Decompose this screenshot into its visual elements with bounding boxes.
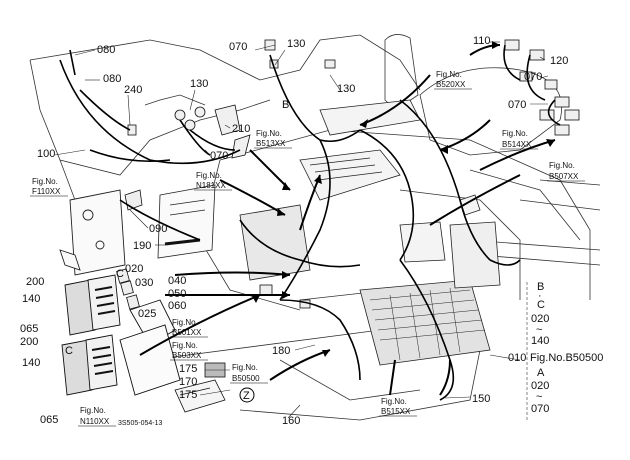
legend-tilde-1: ~ [536, 324, 542, 336]
part-090: 090 [149, 223, 167, 235]
fig-ref-n110xx-label: Fig.No. [80, 406, 106, 415]
fig-ref-b50500: Fig.No. B50500 [230, 363, 268, 384]
fig-ref-b503xx-number: B503XX [172, 351, 202, 360]
range-legend: B · C 020 ~ 140 Fig.No.B50500 A 020 ~ 07… [530, 281, 603, 415]
fig-ref-b501xx-label: Fig.No. [172, 318, 198, 327]
fig-ref-b50500-number: B50500 [232, 374, 260, 383]
fig-ref-n110xx: Fig.No. N110XX [78, 406, 116, 427]
part-070-c: 070 [524, 71, 542, 83]
fig-ref-n181xx-label: Fig.No. [196, 171, 222, 180]
legend-to-2: 070 [531, 403, 549, 415]
part-050: 050 [168, 288, 186, 300]
fig-ref-b507xx: Fig.No. B507XX [547, 161, 585, 182]
fig-ref-b513xx-label: Fig.No. [256, 129, 282, 138]
console-panels [157, 99, 501, 366]
wiring-harness [59, 44, 561, 401]
part-c-marker-a: C [116, 268, 124, 280]
legend-c: C [537, 299, 545, 311]
z-marker-label: Z [243, 390, 250, 402]
legend-tilde-2: ~ [536, 391, 542, 403]
legend-from-2: 020 [531, 380, 549, 392]
fuse-box-lower [61, 324, 181, 396]
part-210: 210 [232, 123, 250, 135]
fig-ref-b507xx-number: B507XX [549, 172, 579, 181]
part-040: 040 [168, 275, 186, 287]
fig-ref-b515xx-number: B515XX [381, 407, 411, 416]
part-b-marker: B [282, 99, 289, 111]
part-190: 190 [133, 240, 151, 252]
fig-ref-b501xx-number: B501XX [172, 328, 202, 337]
fig-ref-b513xx: Fig.No. B513XX [254, 129, 292, 149]
part-140-a: 140 [22, 293, 40, 305]
part-065-b: 065 [40, 414, 58, 426]
part-110: 110 [473, 35, 491, 47]
legend-dot: · [538, 290, 542, 302]
fig-ref-n181xx: Fig.No. N181XX [194, 171, 232, 191]
fig-ref-b514xx: Fig.No. B514XX [500, 129, 538, 150]
part-240: 240 [124, 84, 142, 96]
part-020: 020 [125, 263, 143, 275]
part-065-a: 065 [20, 323, 38, 335]
connectors-top-left [127, 39, 336, 159]
part-labels: 080 080 240 130 070 130 130 210 070 100 … [20, 35, 568, 427]
fig-ref-b503xx: Fig.No. B503XX [170, 341, 208, 361]
fig-ref-b515xx-label: Fig.No. [381, 397, 407, 406]
legend-b: B [537, 281, 544, 293]
fig-ref-b507xx-label: Fig.No. [549, 161, 575, 170]
arrow-b507 [479, 139, 556, 171]
legend-to-1: 140 [531, 335, 549, 347]
fig-ref-b520xx-number: B520XX [436, 80, 466, 89]
part-070-a: 070 [229, 41, 247, 53]
fig-ref-b50500-label: Fig.No. [232, 363, 258, 372]
part-c-marker-b: C [65, 345, 73, 357]
part-120: 120 [550, 55, 568, 67]
legend-from-1: 020 [531, 313, 549, 325]
part-180: 180 [272, 345, 290, 357]
left-bracket [59, 189, 126, 276]
fig-ref-b501xx: Fig.No. B501XX [170, 318, 208, 338]
part-130-b: 130 [287, 38, 305, 50]
legend-fig-b50500: Fig.No.B50500 [530, 352, 603, 364]
part-140-b: 140 [22, 357, 40, 369]
part-130-a: 130 [190, 78, 208, 90]
leader-lines [54, 41, 549, 419]
part-200-a: 200 [26, 276, 44, 288]
part-170: 170 [179, 376, 197, 388]
fig-ref-b520xx-label: Fig.No. [436, 70, 462, 79]
fig-ref-f110xx: Fig.No. F110XX [30, 177, 68, 197]
part-175-b: 175 [179, 389, 197, 401]
fig-ref-n110xx-number: N110XX [80, 417, 110, 426]
drawing-code: 3S505-054-13 [118, 420, 162, 427]
fig-ref-b514xx-number: B514XX [502, 140, 532, 149]
part-080-a: 080 [97, 44, 115, 56]
part-130-c: 130 [337, 83, 355, 95]
part-030: 030 [135, 277, 153, 289]
fig-ref-f110xx-label: Fig.No. [32, 177, 58, 186]
part-160: 160 [282, 415, 300, 427]
part-070-b: 070 [210, 150, 228, 162]
part-025: 025 [138, 308, 156, 320]
part-080-b: 080 [103, 73, 121, 85]
part-010: 010 [508, 352, 526, 364]
part-060: 060 [168, 300, 186, 312]
part-175-a: 175 [179, 363, 197, 375]
part-150: 150 [472, 393, 490, 405]
fig-ref-b513xx-number: B513XX [256, 139, 286, 148]
fig-ref-f110xx-number: F110XX [32, 187, 61, 196]
part-200-b: 200 [20, 336, 38, 348]
fig-ref-n181xx-number: N181XX [196, 181, 226, 190]
fig-ref-b503xx-label: Fig.No. [172, 341, 198, 350]
fig-ref-b515xx: Fig.No. B515XX [379, 397, 417, 417]
part-070-d: 070 [508, 99, 526, 111]
fig-ref-b520xx: Fig.No. B520XX [434, 70, 472, 90]
fig-references: Fig.No. B520XX Fig.No. B513XX Fig.No. N1… [30, 70, 585, 427]
z-marker: Z [239, 387, 255, 403]
fig-ref-b514xx-label: Fig.No. [502, 129, 528, 138]
legend-a: A [537, 367, 545, 379]
part-100: 100 [37, 148, 55, 160]
